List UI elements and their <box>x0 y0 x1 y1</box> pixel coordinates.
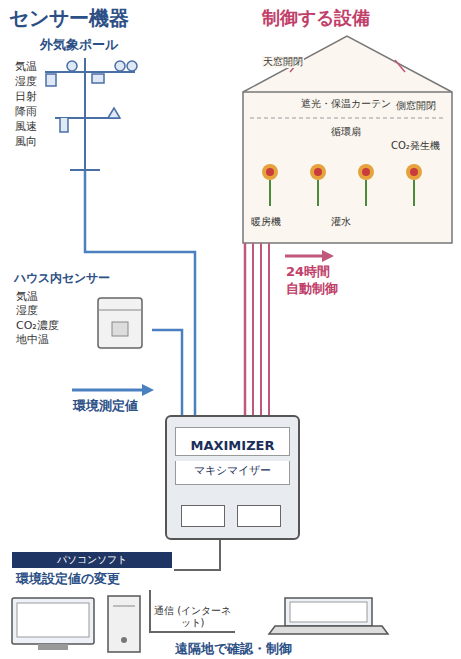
node-box: MAXIMIZER マキシマイザー <box>165 415 300 540</box>
label-text: 循環扇 <box>330 126 362 138</box>
label-text: 風速 <box>14 120 38 133</box>
weather-sensors <box>46 61 137 132</box>
connector-line <box>244 243 247 415</box>
label-text: 灌水 <box>330 216 352 228</box>
node-text: 環境設定値の変更 <box>16 570 120 588</box>
house-sensor <box>98 298 142 348</box>
label-text: 側窓開閉 <box>395 100 437 112</box>
label-text: 気温 <box>14 60 38 73</box>
connector-line <box>150 590 235 632</box>
label-text: 天窓開閉 <box>262 56 304 68</box>
edge-label: 通信 (インターネット) <box>153 605 233 629</box>
node-heading: パソコンソフト <box>12 552 172 568</box>
label-text: 暖房機 <box>250 216 282 228</box>
node-box: パソコンソフト環境設定値の変更 <box>12 552 174 590</box>
label-text: 環境測定値 <box>72 398 139 414</box>
connector-line <box>152 330 182 415</box>
label-text: 自動制御 <box>285 281 339 297</box>
node-text: マキシマイザー <box>175 461 290 485</box>
laptop <box>269 598 388 634</box>
control-wires <box>253 243 269 415</box>
node-box: 外気象ポール <box>10 36 150 171</box>
plants <box>262 164 422 206</box>
controller-button <box>181 505 225 527</box>
measure-arrow <box>72 384 154 396</box>
node-heading: 遠隔地で確認・制御 <box>175 640 292 658</box>
label-text: 湿度 <box>14 75 38 88</box>
desktop-pc <box>12 596 140 652</box>
controller-button <box>237 505 281 527</box>
connector-line <box>174 540 220 570</box>
greenhouse <box>243 36 452 243</box>
node-box: ハウス内センサー気温 湿度 CO₂濃度 地中温 <box>12 270 152 370</box>
node-heading: ハウス内センサー <box>14 270 110 287</box>
node-heading: MAXIMIZER <box>175 427 290 456</box>
label-text: 24時間 <box>285 264 331 280</box>
node-box: 遠隔地で確認・制御 <box>235 594 455 658</box>
node-text: 気温 湿度 CO₂濃度 地中温 <box>16 290 58 347</box>
weather-pole <box>45 58 135 170</box>
label-text: 風向 <box>14 135 38 148</box>
control-arrow <box>285 250 334 262</box>
label-text: センサー機器 <box>8 6 130 30</box>
label-text: CO₂発生機 <box>390 140 441 152</box>
node-heading: 外気象ポール <box>40 36 118 54</box>
label-text: 遮光・保温カーテン <box>300 98 392 110</box>
label-text: 日射 <box>14 90 38 103</box>
connector-line <box>85 171 195 415</box>
node-box: 制御する設備 <box>240 4 455 243</box>
label-text: 降雨 <box>14 105 38 118</box>
node-heading: 制御する設備 <box>262 6 370 30</box>
